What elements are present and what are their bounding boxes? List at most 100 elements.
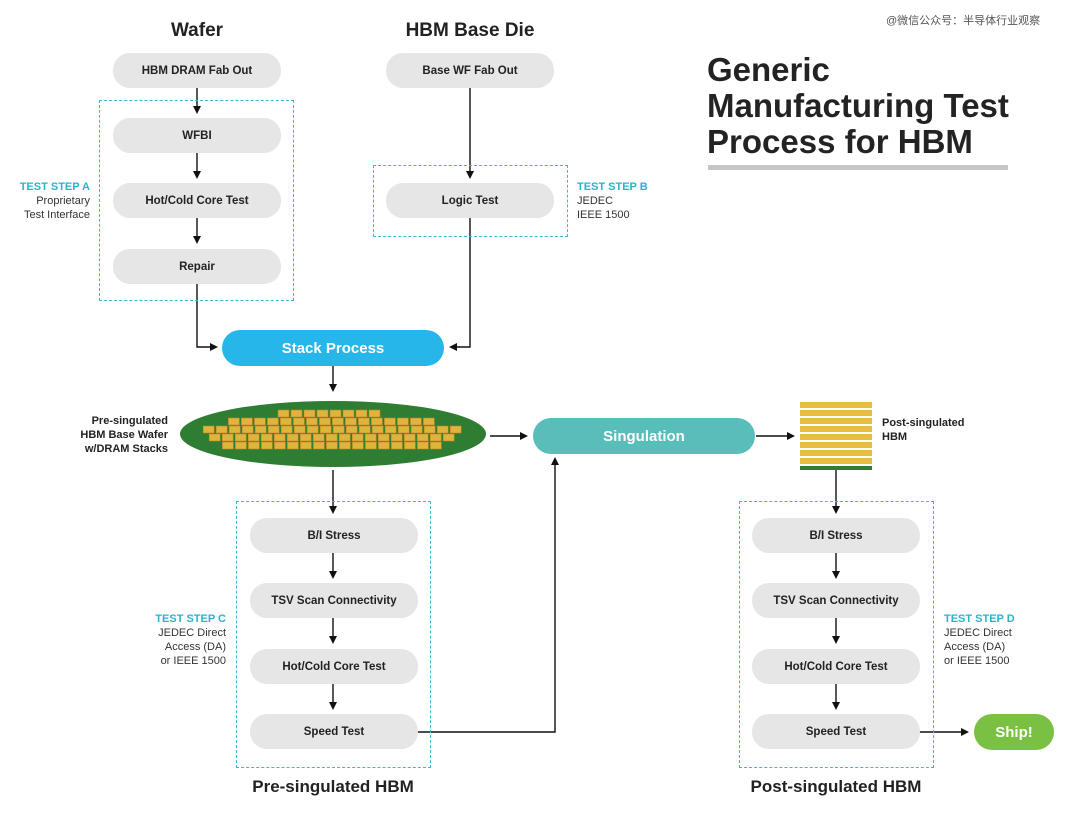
pre-singulated-wafer-label: Pre-singulated HBM Base Wafer w/DRAM Sta… bbox=[80, 415, 168, 455]
dram-stack-die bbox=[430, 441, 442, 450]
wafer-column-title: Wafer bbox=[170, 20, 224, 41]
dram-stack-die bbox=[273, 433, 286, 442]
dram-stack-die bbox=[449, 425, 462, 434]
dram-stack-die bbox=[403, 433, 416, 442]
dram-stack-die bbox=[280, 417, 292, 426]
dram-stack-die bbox=[339, 441, 351, 450]
dram-stack-die bbox=[306, 425, 319, 434]
post-stack-layer bbox=[800, 442, 872, 448]
post-stack-layer bbox=[800, 434, 872, 440]
dram-stack-die bbox=[423, 425, 436, 434]
hbm-dram-fab-out-step: HBM DRAM Fab Out bbox=[113, 53, 281, 88]
dram-stack-die bbox=[326, 441, 338, 450]
dram-stack-die bbox=[429, 433, 442, 442]
pre-singulated-hbm-title: Pre-singulated HBM bbox=[252, 777, 414, 796]
test-step-b-box bbox=[373, 165, 568, 237]
dram-stack-die bbox=[378, 441, 390, 450]
post-stack-base bbox=[800, 466, 872, 470]
base-die-column-title: HBM Base Die bbox=[405, 20, 535, 41]
dram-stack-die bbox=[345, 425, 358, 434]
post-singulated-hbm-title: Post-singulated HBM bbox=[750, 777, 922, 796]
post-stack-layer bbox=[800, 418, 872, 424]
dram-stack-die bbox=[332, 425, 345, 434]
dram-stack-die bbox=[358, 417, 370, 426]
base-wf-fab-out-step: Base WF Fab Out bbox=[386, 53, 554, 88]
post-bi-stress-step: B/I Stress bbox=[752, 518, 920, 553]
dram-stack-die bbox=[312, 433, 325, 442]
dram-stack-die bbox=[248, 441, 260, 450]
dram-stack-die bbox=[391, 441, 403, 450]
test-step-d-box bbox=[739, 501, 934, 768]
dram-stack-die bbox=[319, 417, 331, 426]
dram-stack-die bbox=[277, 409, 290, 418]
dram-stack-die bbox=[267, 417, 279, 426]
dram-stack-die bbox=[247, 433, 260, 442]
dram-stack-die bbox=[410, 425, 423, 434]
singulation-step: Singulation bbox=[533, 418, 755, 454]
dram-stack-die bbox=[287, 441, 299, 450]
diagram-title: Generic Manufacturing Test Process for H… bbox=[707, 51, 1009, 160]
dram-stack-die bbox=[364, 433, 377, 442]
post-tsv-scan-step: TSV Scan Connectivity bbox=[752, 583, 920, 618]
dram-stack-die bbox=[313, 441, 325, 450]
dram-stack-die bbox=[319, 425, 332, 434]
dram-stack-die bbox=[442, 433, 455, 442]
test-step-d-label: TEST STEP D JEDEC Direct Access (DA) or … bbox=[944, 613, 1015, 667]
post-stack-layer bbox=[800, 426, 872, 432]
dram-stack-die bbox=[228, 417, 240, 426]
dram-stack-die bbox=[371, 417, 383, 426]
pre-singulated-wafer-graphic bbox=[180, 401, 486, 467]
test-step-c-box bbox=[236, 501, 431, 768]
pre-tsv-scan-step: TSV Scan Connectivity bbox=[250, 583, 418, 618]
dram-stack-die bbox=[351, 433, 364, 442]
dram-stack-die bbox=[222, 441, 234, 450]
dram-stack-die bbox=[404, 441, 416, 450]
dram-stack-die bbox=[332, 417, 344, 426]
dram-stack-die bbox=[329, 409, 342, 418]
watermark: @微信公众号：半导体行业观察 bbox=[886, 15, 1041, 27]
dram-stack-die bbox=[384, 425, 397, 434]
test-step-a-box bbox=[99, 100, 294, 301]
hot-cold-core-test-step: Hot/Cold Core Test bbox=[113, 183, 281, 218]
logic-test-step: Logic Test bbox=[386, 183, 554, 218]
dram-stack-die bbox=[390, 433, 403, 442]
post-singulated-stack-graphic bbox=[800, 402, 872, 470]
dram-stack-die bbox=[371, 425, 384, 434]
test-step-a-label: TEST STEP A Proprietary Test Interface bbox=[19, 181, 90, 221]
dram-stack-die bbox=[299, 433, 312, 442]
dram-stack-die bbox=[267, 425, 280, 434]
post-stack-layer bbox=[800, 450, 872, 456]
dram-stack-die bbox=[300, 441, 312, 450]
dram-stack-die bbox=[345, 417, 357, 426]
post-singulated-label: Post-singulated HBM bbox=[882, 417, 965, 443]
dram-stack-die bbox=[338, 433, 351, 442]
dram-stack-die bbox=[208, 433, 221, 442]
post-stack-layer bbox=[800, 410, 872, 416]
dram-stack-die bbox=[241, 425, 254, 434]
dram-stack-die bbox=[416, 433, 429, 442]
pre-hot-cold-core-test-step: Hot/Cold Core Test bbox=[250, 649, 418, 684]
dram-stack-die bbox=[235, 441, 247, 450]
test-step-b-label: TEST STEP B JEDEC IEEE 1500 bbox=[577, 181, 648, 221]
dram-stack-die bbox=[274, 441, 286, 450]
dram-stack-die bbox=[325, 433, 338, 442]
test-step-c-label: TEST STEP C JEDEC Direct Access (DA) or … bbox=[155, 613, 226, 667]
dram-stack-die bbox=[352, 441, 364, 450]
dram-stack-die bbox=[234, 433, 247, 442]
dram-stack-die bbox=[215, 425, 228, 434]
ship-step: Ship! bbox=[974, 714, 1054, 750]
dram-stack-die bbox=[280, 425, 293, 434]
dram-stack-die bbox=[293, 417, 305, 426]
dram-stack-die bbox=[410, 417, 422, 426]
post-stack-layer bbox=[800, 402, 872, 408]
dram-stack-die bbox=[355, 409, 368, 418]
dram-stack-die bbox=[254, 425, 267, 434]
dram-stack-die bbox=[293, 425, 306, 434]
dram-stack-die bbox=[286, 433, 299, 442]
pre-bi-stress-step: B/I Stress bbox=[250, 518, 418, 553]
dram-stack-die bbox=[417, 441, 429, 450]
dram-stack-die bbox=[384, 417, 396, 426]
dram-stack-die bbox=[290, 409, 303, 418]
dram-stack-die bbox=[368, 409, 381, 418]
dram-stack-die bbox=[241, 417, 253, 426]
